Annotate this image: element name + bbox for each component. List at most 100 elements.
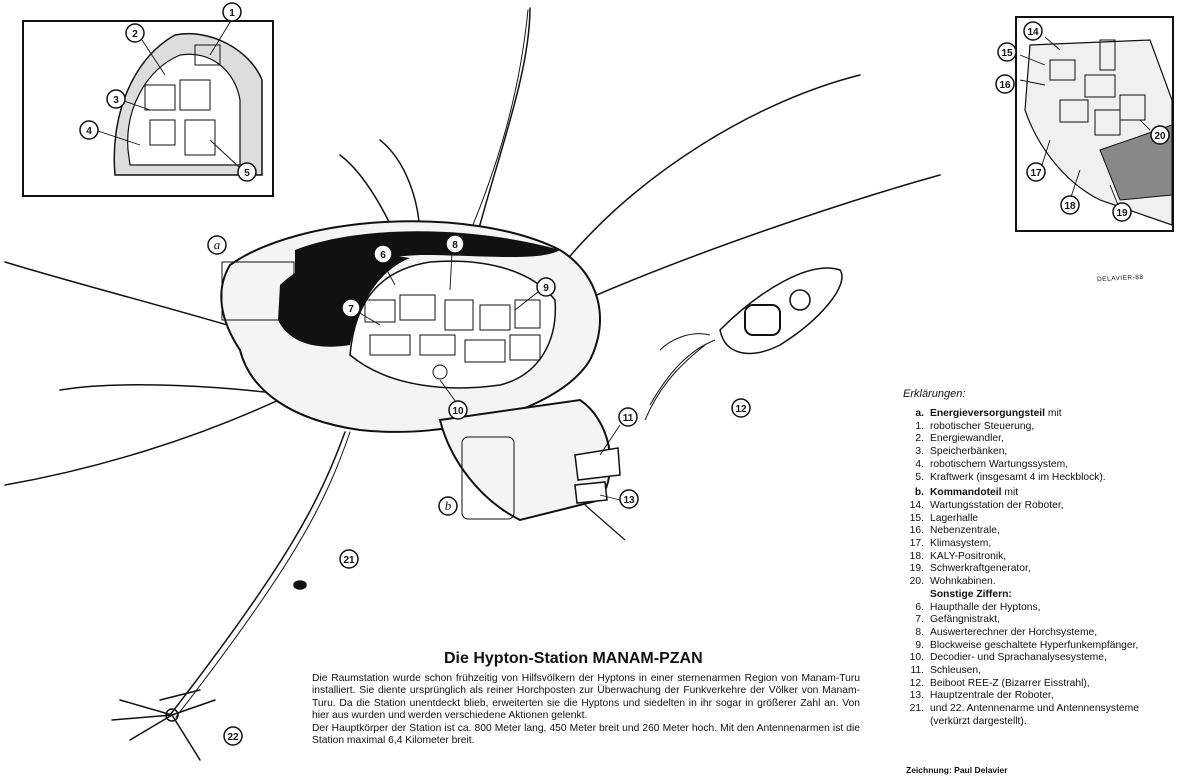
legend-item-text: Energiewandler, [930, 433, 1004, 445]
legend-item-number: 5. [915, 471, 924, 483]
legend-item: 19. Schwerkraftgenerator, [903, 563, 1173, 576]
callout-8: 8 [452, 240, 458, 251]
legend-group-header: Sonstige Ziffern: [903, 589, 1173, 602]
callout-12: 12 [735, 404, 747, 415]
legend-key: b. [914, 487, 924, 499]
illustration-credit: Zeichnung: Paul Delavier [906, 765, 1008, 775]
legend-item: 16. Nebenzentrale, [903, 525, 1173, 538]
legend-item: 12. Beiboot REE-Z (Bizarrer Eisstrahl), [903, 678, 1173, 691]
legend-item-number: 8. [915, 626, 924, 638]
legend-heading: Erklärungen: [903, 388, 966, 400]
legend-item-number: 4. [915, 458, 924, 470]
legend-item-number: 16. [909, 525, 924, 537]
boat-ree-z [644, 267, 843, 421]
legend-item-number: 7. [915, 614, 924, 626]
legend-item-number: 18. [909, 550, 924, 562]
legend-item-text: Speicherbänken, [930, 446, 1008, 458]
legend-item-number: 10. [909, 652, 924, 664]
legend-item-text: und 22. Antennenarme und Antennensysteme… [930, 703, 1139, 727]
legend-item-number: 21. [909, 703, 924, 715]
legend-item-text: Haupthalle der Hyptons, [930, 601, 1041, 613]
callout-16: 16 [999, 80, 1011, 91]
callout-18: 18 [1064, 201, 1076, 212]
legend-item-text: Gefängnistrakt, [930, 614, 1000, 626]
antenna-arm [477, 7, 531, 233]
legend-item-text: Decodier- und Sprachanalysesysteme, [930, 652, 1107, 664]
callout-b: b [445, 498, 452, 513]
legend-item-number: 12. [909, 677, 924, 689]
callout-10: 10 [452, 406, 464, 417]
legend-item-text: Schleusen, [930, 665, 981, 677]
page-title: Die Hypton-Station MANAM-PZAN [444, 650, 703, 667]
antenna-arm [4, 384, 311, 486]
legend-item: 13.Hauptzentrale der Roboter, [903, 690, 1173, 703]
legend-item-number: 11. [910, 665, 924, 677]
callout-14: 14 [1027, 27, 1039, 38]
antenna-arm [469, 9, 529, 233]
legend-item-number: 3. [915, 446, 924, 458]
callout-15: 15 [1001, 48, 1013, 59]
legend-item: 20. Wohnkabinen. [903, 576, 1173, 589]
antenna-arm [584, 174, 941, 301]
inset-energy-section [22, 20, 274, 197]
legend-item-text: Wohnkabinen. [930, 576, 996, 588]
legend-item-number: 6. [915, 601, 924, 613]
legend-item: 3. Speicherbänken, [903, 446, 1173, 459]
legend-item-number: 14. [909, 499, 924, 511]
legend-group-header: a. Energieversorgungsteil mit [903, 408, 1173, 421]
legend-item-text: robotischem Wartungssystem, [930, 458, 1069, 470]
legend-item-text: KALY-Positronik, [930, 550, 1007, 562]
legend-item-text: Lagerhalle [930, 512, 979, 524]
legend-item-text: Nebenzentrale, [930, 525, 1000, 537]
legend-item: 7. Gefängnistrakt, [903, 614, 1173, 627]
callout-2: 2 [132, 29, 138, 40]
legend-item-text: Blockweise geschaltete Hyperfunkempfänge… [930, 639, 1139, 651]
legend-group-header: b. Kommandoteil mit [903, 487, 1173, 500]
legend-item: 5.Kraftwerk (insgesamt 4 im Heckblock). [903, 472, 1173, 485]
legend-item: 17. Klimasystem, [903, 538, 1173, 551]
legend-item-text: Wartungsstation der Roboter, [930, 499, 1064, 511]
legend-item-text: Klimasystem, [930, 538, 992, 550]
callout-13: 13 [623, 495, 635, 506]
callout-9: 9 [543, 283, 549, 294]
callout-19: 19 [1116, 208, 1128, 219]
legend-item-number: 19. [909, 563, 924, 575]
legend-item: 9. Blockweise geschaltete Hyperfunkempfän… [903, 640, 1173, 653]
legend-item: 14. Wartungsstation der Roboter, [903, 500, 1173, 513]
legend: a. Energieversorgungsteil mit 1. robotisc… [903, 408, 1173, 729]
legend-key: a. [915, 408, 924, 419]
station-main-body [220, 220, 626, 541]
callout-5: 5 [244, 168, 250, 179]
antenna-system-22 [111, 689, 216, 761]
legend-item-number: 17. [909, 538, 924, 550]
callout-1: 1 [229, 8, 235, 19]
callout-3: 3 [113, 95, 119, 106]
antenna-arm [169, 431, 346, 716]
legend-item-number: 1. [915, 420, 924, 432]
legend-item-text: Auswerterechner der Horchsysteme, [930, 626, 1098, 638]
legend-item: 8. Auswerterechner der Horchsysteme, [903, 627, 1173, 640]
callout-6: 6 [380, 250, 386, 261]
legend-item-text: robotischer Steuerung, [930, 420, 1035, 432]
callout-21: 21 [343, 555, 355, 566]
legend-group-suffix: mit [1045, 408, 1062, 419]
legend-item-text: Beiboot REE-Z (Bizarrer Eisstrahl), [930, 677, 1090, 689]
legend-item-number: 2. [915, 433, 924, 445]
callout-a: a [214, 237, 221, 252]
legend-item: 18. KALY-Positronik, [903, 551, 1173, 564]
legend-item: 11. Schleusen, [903, 665, 1173, 678]
legend-group-suffix: mit [1001, 487, 1019, 499]
description-paragraph: Die Raumstation wurde schon frühzeitig v… [312, 673, 860, 722]
legend-group-title: Kommandoteil [930, 487, 1002, 499]
callout-4: 4 [86, 126, 92, 137]
legend-item-number: 15. [909, 512, 924, 524]
legend-item-number: 9. [915, 639, 924, 651]
legend-item: 2. Energiewandler, [903, 433, 1173, 446]
legend-item: 10. Decodier- und Sprachanalysesysteme, [903, 652, 1173, 665]
legend-item-text: Hauptzentrale der Roboter, [930, 690, 1054, 702]
legend-item-number: 20. [909, 576, 924, 588]
antenna-arm [175, 431, 351, 718]
legend-group-title: Energieversorgungsteil [930, 408, 1046, 419]
legend-item-text: Schwerkraftgenerator, [930, 563, 1031, 575]
